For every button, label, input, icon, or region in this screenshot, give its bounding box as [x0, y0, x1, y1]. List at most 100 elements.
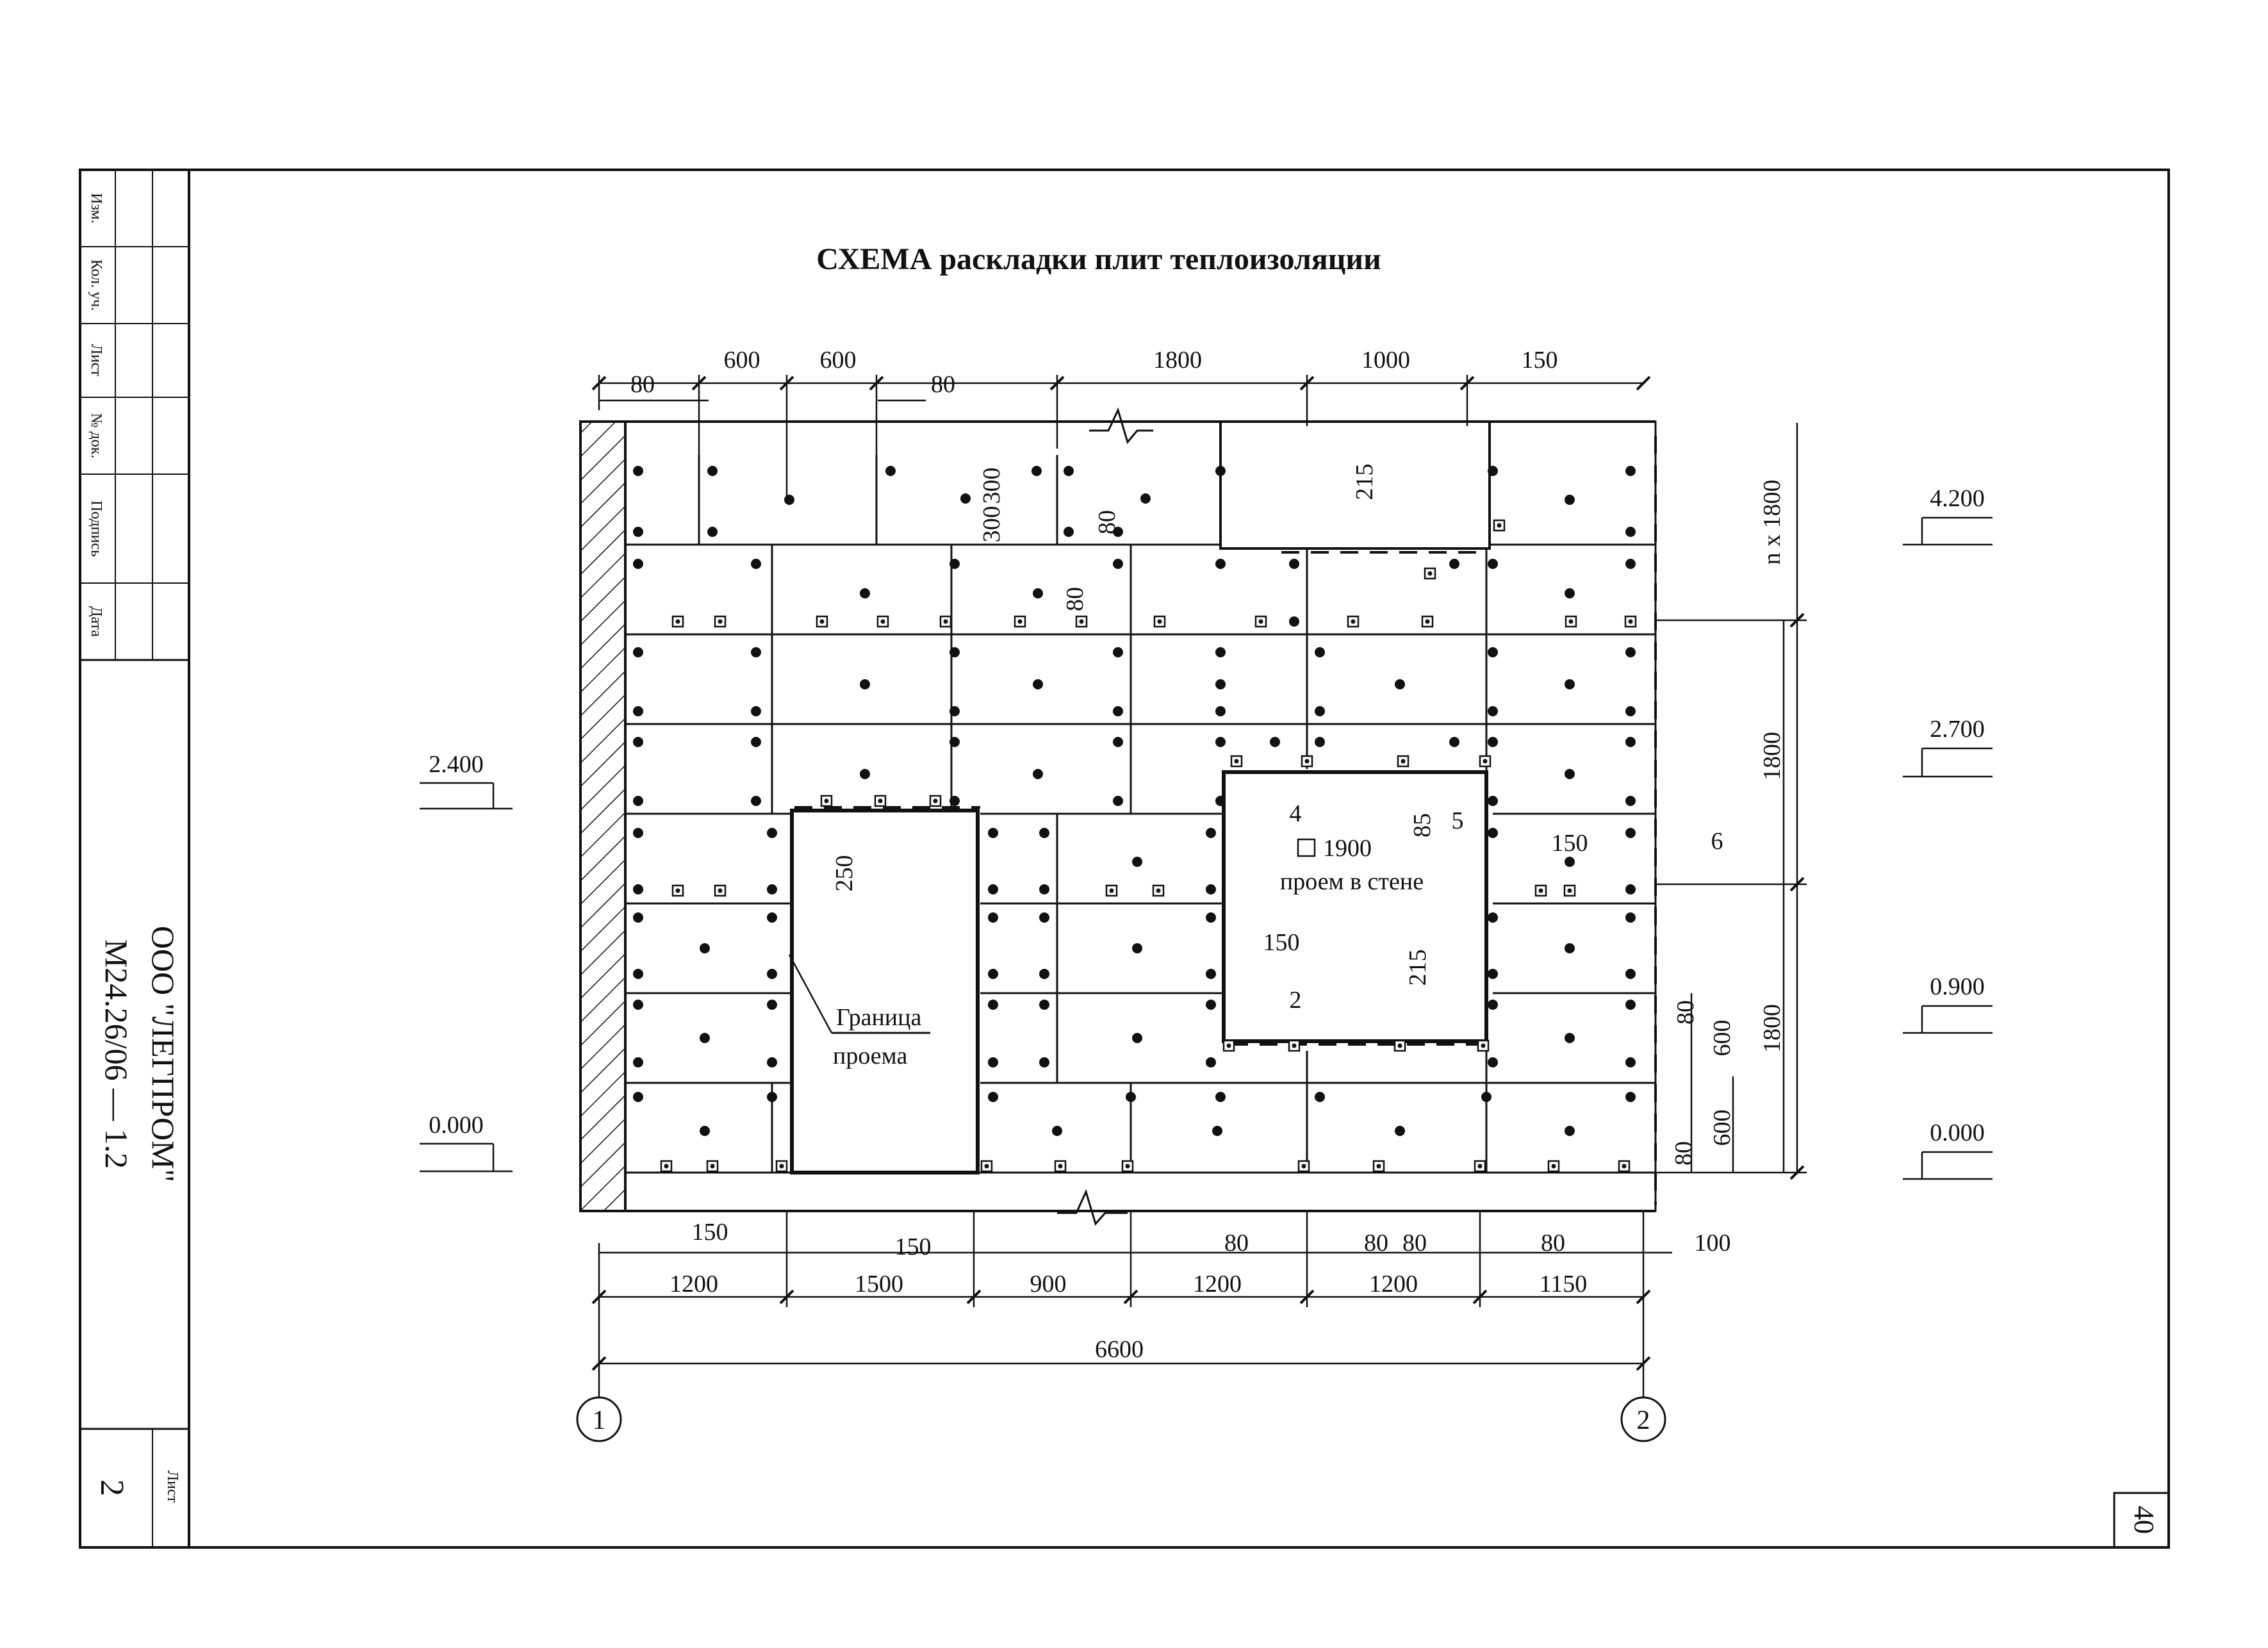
anchor-dot — [949, 559, 960, 569]
anchor-dot — [1212, 1126, 1222, 1136]
sheet-frame — [79, 169, 2170, 1549]
anchor-dot — [949, 706, 960, 716]
dim-600-right-b: 600 — [1709, 1110, 1736, 1146]
anchor-square-center — [880, 619, 885, 624]
anchor-dot — [860, 679, 870, 689]
anchor-dot — [1132, 1033, 1142, 1043]
top-cutout — [1219, 420, 1491, 550]
page-number: 40 — [2128, 1506, 2160, 1534]
anchor-dot — [1215, 466, 1226, 476]
page-number-box — [2113, 1492, 2170, 1549]
anchor-dot — [1565, 943, 1575, 953]
anchor-dot — [1039, 969, 1049, 979]
anchor-dot — [1565, 495, 1575, 505]
anchor-dot — [1270, 737, 1280, 747]
anchor-square-center — [779, 1164, 784, 1169]
anchor-dot — [988, 1000, 998, 1010]
dim-small-80d: 80 — [1541, 1230, 1565, 1257]
dim-bottom-1200c: 1200 — [1369, 1271, 1418, 1298]
anchor-dot — [1488, 912, 1498, 923]
wall-elevation — [579, 407, 1657, 1226]
stamp-col-docno: № док. — [88, 413, 104, 459]
door-opening — [790, 809, 980, 1174]
anchor-square-center — [1551, 1164, 1556, 1169]
stamp-sheet-label: Лист — [164, 1471, 181, 1503]
dim-85: 85 — [1409, 813, 1436, 837]
opening-size: 1900 — [1323, 835, 1372, 862]
dim-150-right: 150 — [1552, 830, 1588, 857]
anchor-dot — [784, 495, 794, 505]
right-dimensions: n x 1800 1800 1800 — [1759, 480, 1786, 1053]
anchor-square-center — [1125, 1164, 1130, 1169]
anchor-dot — [1113, 796, 1123, 806]
level-right-0900: 0.900 — [1930, 973, 1985, 1000]
anchor-dot — [960, 493, 971, 504]
stamp-col-count: Кол. уч. — [88, 260, 104, 311]
anchor-dot — [1215, 796, 1226, 806]
anchor-dot — [767, 1092, 777, 1102]
boundary-label-2: проема — [833, 1042, 907, 1069]
stamp-doc-number: М24.26/06 — 1.2 — [99, 939, 135, 1169]
anchor-dot — [1132, 857, 1142, 867]
dim-80-inner-b: 80 — [1062, 587, 1089, 611]
dimension-lines — [598, 375, 1807, 1397]
anchor-square-center — [1477, 1164, 1483, 1169]
anchor-dot — [1488, 828, 1498, 838]
axis-markers: 1 2 — [576, 1364, 1666, 1442]
anchor-dot — [1625, 737, 1636, 747]
dim-small-150a: 150 — [692, 1219, 728, 1246]
anchor-dot — [1215, 706, 1226, 716]
dim-bottom-1200b: 1200 — [1193, 1271, 1242, 1298]
anchor-squares — [660, 519, 1637, 1173]
anchor-square-center — [1058, 1164, 1063, 1169]
anchor-dot — [1488, 969, 1498, 979]
dim-small-100: 100 — [1695, 1230, 1731, 1257]
bottom-dimensions: 1200 1500 900 1200 1200 1150 150 150 80 … — [670, 1219, 1731, 1363]
anchor-dot — [767, 1057, 777, 1067]
anchor-dot — [1565, 588, 1575, 598]
anchor-dot — [633, 1000, 643, 1010]
dim-80-right-b: 80 — [1670, 1141, 1697, 1166]
anchor-square-center — [819, 619, 825, 624]
anchor-dot — [1488, 1000, 1498, 1010]
anchor-dot — [1206, 1057, 1216, 1067]
drawing-title: СХЕМА раскладки плит теплоизоляции — [816, 242, 1381, 276]
anchor-square-center — [1497, 523, 1502, 528]
anchor-dot — [1113, 527, 1123, 537]
anchor-dot — [1206, 1000, 1216, 1010]
anchor-dot — [1625, 559, 1636, 569]
anchor-dot — [1488, 1057, 1498, 1067]
anchor-dot — [633, 912, 643, 923]
anchor-dot — [1625, 828, 1636, 838]
dim-top-600b: 600 — [820, 347, 857, 374]
anchor-dot — [1315, 647, 1325, 657]
anchor-dot — [949, 737, 960, 747]
stamp-sheet-number: 2 — [94, 1479, 130, 1496]
anchor-square-center — [1622, 1164, 1627, 1169]
dim-top-80b: 80 — [931, 371, 955, 398]
anchor-dot — [1039, 912, 1049, 923]
anchor-dot — [1481, 1092, 1491, 1102]
anchor-dot — [1565, 1033, 1575, 1043]
anchor-dot — [1625, 647, 1636, 657]
anchor-dot — [1132, 943, 1142, 953]
anchor-dot — [1395, 1126, 1405, 1136]
callout-4: 4 — [1290, 800, 1302, 827]
axis-label-1: 1 — [593, 1406, 606, 1435]
anchor-dot — [751, 706, 761, 716]
anchor-dot — [1126, 1092, 1136, 1102]
anchor-dot — [633, 828, 643, 838]
anchor-dot — [1033, 679, 1043, 689]
anchor-square-center — [1483, 759, 1488, 764]
anchor-dot — [751, 647, 761, 657]
level-left-2400: 2.400 — [429, 751, 484, 778]
dim-bottom-900: 900 — [1030, 1271, 1067, 1298]
anchor-square-center — [1628, 619, 1633, 624]
anchor-dot — [1315, 737, 1325, 747]
anchor-dot — [1625, 466, 1636, 476]
level-marks: 2.400 0.000 4.200 2.700 0.900 0.000 — [420, 485, 1993, 1180]
anchor-dot — [1206, 912, 1216, 923]
anchor-square-center — [1258, 619, 1263, 624]
anchor-square-center — [933, 798, 938, 803]
anchor-dot — [633, 796, 643, 806]
